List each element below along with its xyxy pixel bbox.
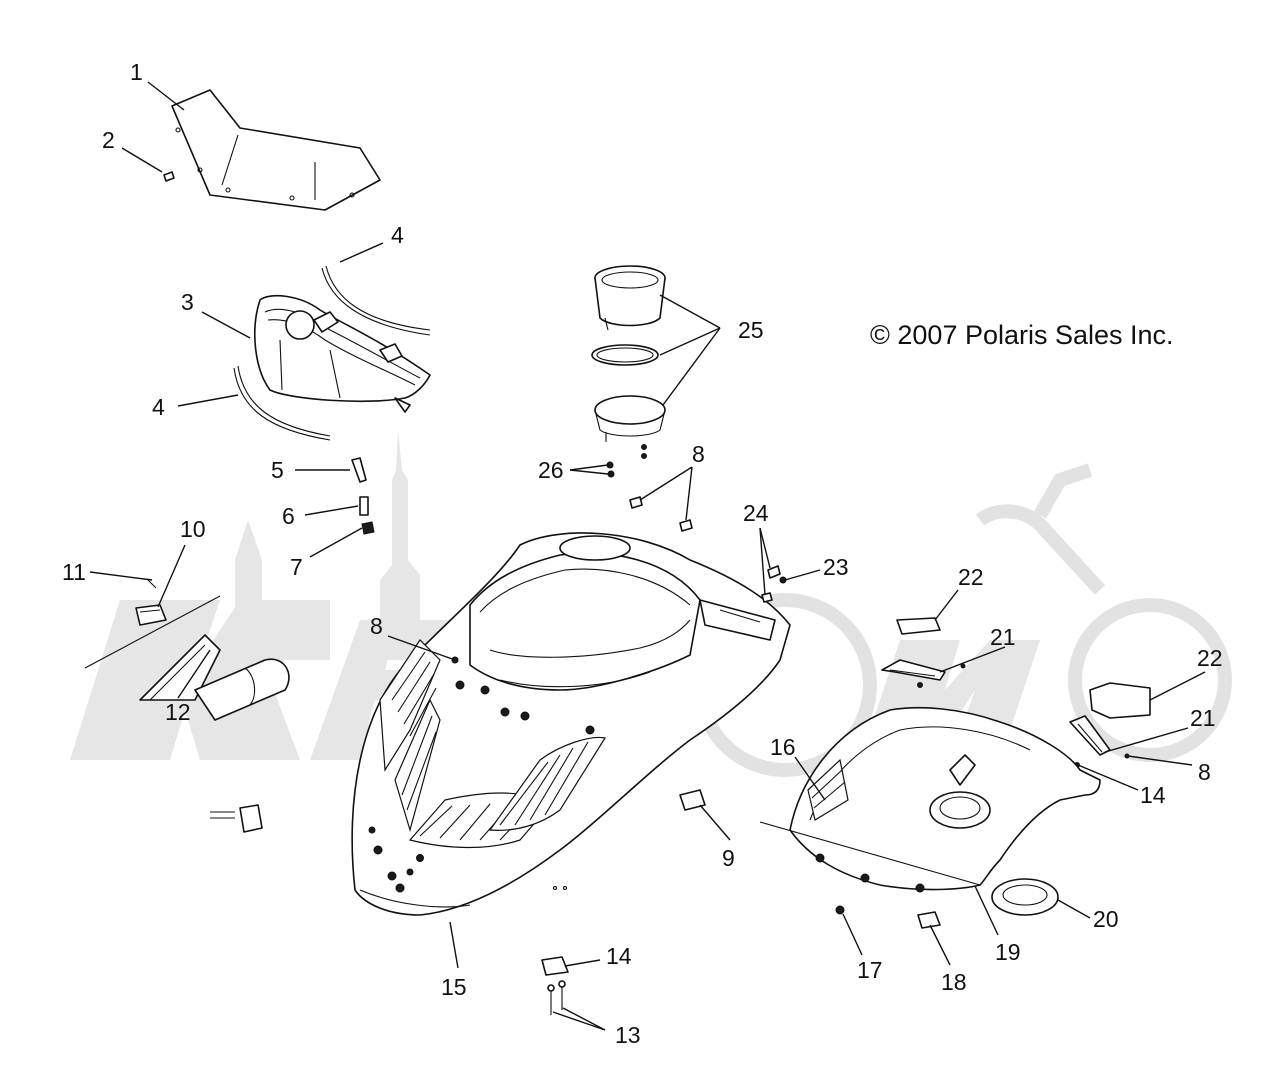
callout-20: 20 xyxy=(1093,906,1119,932)
part-belly-pan xyxy=(789,706,1101,893)
callout-9: 9 xyxy=(722,845,735,871)
callout-4-lower: 4 xyxy=(152,394,165,420)
callout-13: 13 xyxy=(615,1022,641,1048)
callout-24: 24 xyxy=(743,500,769,526)
callout-1: 1 xyxy=(130,59,143,85)
part-windshield xyxy=(171,89,381,211)
callout-21-upper: 21 xyxy=(990,624,1016,650)
part-pad-22b xyxy=(1089,682,1151,719)
callout-17: 17 xyxy=(857,957,883,983)
callout-14-lower: 14 xyxy=(606,943,632,969)
callout-10: 10 xyxy=(180,516,206,542)
callout-8-right: 8 xyxy=(1198,759,1211,785)
part-trim-strip-upper xyxy=(321,265,431,336)
part-spring-6 xyxy=(359,496,369,516)
watermark-wheel-front xyxy=(1068,598,1232,762)
part-pad-22a xyxy=(896,617,941,635)
part-hood xyxy=(351,532,791,916)
part-screw-2 xyxy=(163,171,175,182)
part-trim-strip-lower xyxy=(233,365,331,441)
part-clip-14-lower xyxy=(541,956,569,976)
callout-19: 19 xyxy=(995,939,1021,965)
callout-22-upper: 22 xyxy=(958,564,984,590)
part-bolt-5 xyxy=(351,457,367,483)
callout-5: 5 xyxy=(271,457,284,483)
part-pins-13 xyxy=(547,980,566,1015)
callout-3: 3 xyxy=(181,289,194,315)
part-fasteners-23-24 xyxy=(761,565,787,603)
part-bracket-21a xyxy=(881,659,966,688)
part-screw-11 xyxy=(147,579,157,589)
callout-21-lower: 21 xyxy=(1190,705,1216,731)
callout-12: 12 xyxy=(165,699,191,725)
part-clip-10 xyxy=(135,604,167,626)
callout-8-left: 8 xyxy=(370,613,383,639)
callout-11: 11 xyxy=(62,559,86,585)
watermark-spire xyxy=(380,430,420,660)
callout-2: 2 xyxy=(102,127,115,153)
line-belly-19 xyxy=(759,821,981,886)
callout-25: 25 xyxy=(738,317,764,343)
watermark-frame xyxy=(975,463,1106,595)
part-clip-9 xyxy=(679,789,706,811)
callout-8-top: 8 xyxy=(692,441,705,467)
callout-26: 26 xyxy=(538,457,564,483)
callout-18: 18 xyxy=(941,969,967,995)
part-screws-8-top xyxy=(629,496,693,532)
callout-14-right: 14 xyxy=(1140,782,1166,808)
callout-4-upper: 4 xyxy=(391,222,404,248)
part-nut-17 xyxy=(835,905,845,915)
leader-lines xyxy=(89,81,1206,1031)
copyright-notice: © 2007 Polaris Sales Inc. xyxy=(870,320,1174,350)
line-10-12 xyxy=(84,595,221,669)
callout-23: 23 xyxy=(823,554,849,580)
part-screws-26 xyxy=(606,444,647,478)
part-clip-18 xyxy=(917,911,941,929)
part-gauge-assembly xyxy=(591,265,666,442)
callout-16: 16 xyxy=(770,734,796,760)
callout-labels: 1 2 3 4 4 5 6 7 8 8 8 9 10 11 12 13 14 1… xyxy=(62,59,1223,1048)
callout-15: 15 xyxy=(441,974,467,1000)
part-grommet-20 xyxy=(991,878,1059,916)
part-side-panel-12 xyxy=(139,634,290,721)
part-headlight xyxy=(254,294,431,413)
callout-7: 7 xyxy=(290,554,303,580)
callout-22-lower: 22 xyxy=(1197,645,1223,671)
part-nut-7 xyxy=(361,521,375,535)
callout-6: 6 xyxy=(282,503,295,529)
part-fasteners-left xyxy=(210,804,263,833)
